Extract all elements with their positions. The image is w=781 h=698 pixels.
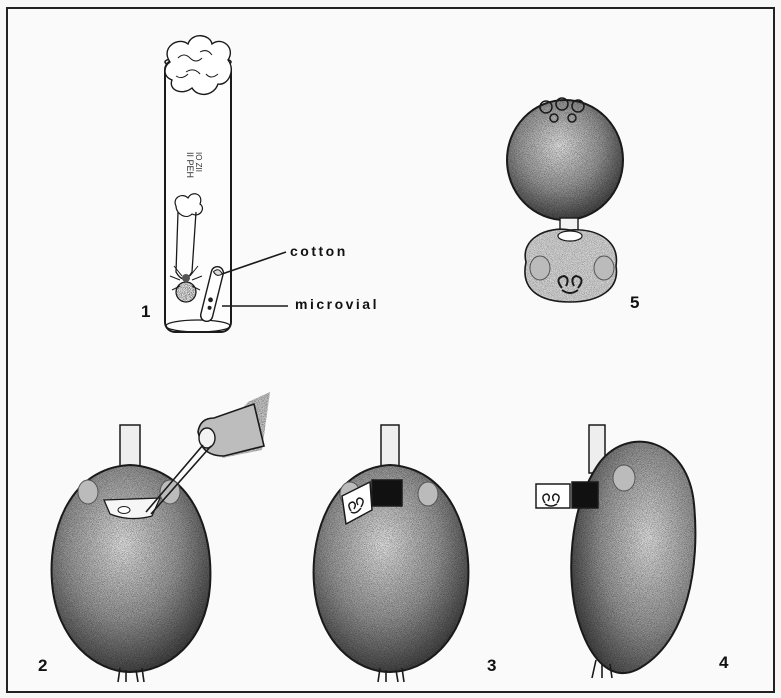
callout-microvial: microvial xyxy=(295,296,379,312)
panel-number-5: 5 xyxy=(630,293,639,313)
panel-2-specimen xyxy=(52,392,270,682)
panel-number-4: 4 xyxy=(719,653,728,673)
panel-4-specimen xyxy=(536,425,695,678)
panel-5-specimen xyxy=(507,98,623,302)
panel-1-vial: II PEH IO ZII xyxy=(165,36,288,332)
panel-3-specimen xyxy=(314,425,469,682)
svg-text:II PEH: II PEH xyxy=(185,152,195,178)
cotton-small-plug xyxy=(175,194,202,217)
panel-number-3: 3 xyxy=(487,656,496,676)
svg-text:IO ZII: IO ZII xyxy=(194,152,203,172)
panel-number-2: 2 xyxy=(38,656,47,676)
callout-cotton: cotton xyxy=(290,243,348,259)
panel-number-1: 1 xyxy=(141,302,150,322)
